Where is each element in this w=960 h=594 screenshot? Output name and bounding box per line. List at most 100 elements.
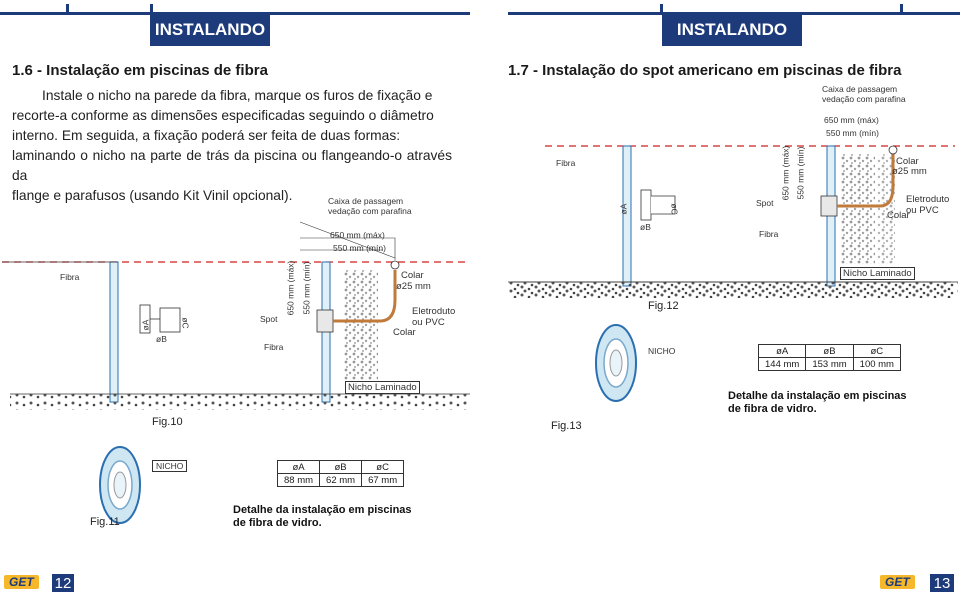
left-section-title: 1.6 - Instalação em piscinas de fibra bbox=[12, 62, 268, 79]
label-spot: Spot bbox=[260, 314, 278, 324]
spot-housing bbox=[820, 195, 838, 217]
left-page-header: INSTALANDO bbox=[150, 14, 270, 46]
label-fibra: Fibra bbox=[556, 158, 576, 168]
ground-strip bbox=[10, 394, 470, 410]
label-colar-bottom: Colar bbox=[393, 327, 416, 338]
label-vert-min: 550 mm (mín) bbox=[301, 261, 312, 315]
fig12-caption: Fig.12 bbox=[648, 300, 679, 312]
label-spot: Spot bbox=[756, 198, 774, 208]
soil-texture bbox=[841, 154, 875, 264]
table-cell: 153 mm bbox=[805, 357, 854, 371]
page-number-left: 12 bbox=[52, 574, 74, 592]
label-eletroduto: Eletroduto ou PVC bbox=[906, 194, 949, 216]
right-header-rule bbox=[508, 12, 960, 15]
conduit-pipe bbox=[837, 154, 895, 208]
spot-housing bbox=[316, 309, 334, 333]
detail-line: de fibra de vidro. bbox=[728, 403, 817, 415]
label-nicho-laminado: Nicho Laminado bbox=[345, 381, 420, 394]
get-logo: GET bbox=[4, 575, 39, 589]
detail-line: de fibra de vidro. bbox=[233, 517, 322, 529]
eletroduto-line: ou PVC bbox=[412, 317, 445, 328]
fig13-dimension-table: øA øB øC 144 mm 153 mm 100 mm bbox=[757, 344, 901, 371]
label-oC: øC bbox=[180, 317, 191, 329]
fig13-nicho-label: NICHO bbox=[648, 346, 676, 356]
paragraph-line: Instale o nicho na parede da fibra, marq… bbox=[42, 88, 433, 103]
pool-wall-left bbox=[109, 261, 119, 403]
fig11-nicho-label: NICHO bbox=[152, 460, 188, 472]
table-cell: 88 mm bbox=[276, 473, 321, 487]
label-vert-max: 650 mm (máx) bbox=[285, 260, 296, 316]
stray-dot: . bbox=[12, 186, 16, 202]
right-page-header: INSTALANDO bbox=[662, 14, 802, 46]
label-fibra-right: Fibra bbox=[759, 229, 779, 239]
soil-texture bbox=[344, 270, 378, 380]
table-header: øB bbox=[805, 344, 854, 358]
paragraph-line: flange e parafusos (usando Kit Vinil opc… bbox=[12, 188, 293, 203]
table-cell: 67 mm bbox=[361, 473, 405, 487]
left-header-tick bbox=[150, 4, 153, 12]
soil-texture bbox=[877, 154, 895, 264]
logo-text: GET bbox=[885, 575, 910, 589]
caixa-line: vedação com parafina bbox=[328, 206, 412, 216]
table-header: øA bbox=[757, 344, 807, 358]
get-logo: GET bbox=[880, 575, 915, 589]
label-colar-top: Colar bbox=[896, 156, 919, 167]
label-oA: øA bbox=[140, 319, 151, 331]
label-fibra-right: Fibra bbox=[264, 342, 284, 352]
paragraph-line: laminando o nicho na parte de trás da pi… bbox=[12, 148, 452, 183]
eletroduto-line: Eletroduto bbox=[412, 306, 456, 317]
detail-line: Detalhe da instalação em piscinas bbox=[233, 504, 412, 516]
paragraph-line: interno. Em seguida, a fixação poderá se… bbox=[12, 128, 401, 143]
label-colar-bottom: Colar bbox=[887, 210, 910, 221]
fig12-ground bbox=[508, 281, 958, 296]
caixa-line: Caixa de passagem bbox=[328, 196, 404, 206]
fig13-caption: Fig.13 bbox=[551, 420, 582, 432]
label-colar-size: ø25 mm bbox=[892, 166, 927, 177]
caixa-line: vedação com parafina bbox=[822, 94, 906, 104]
right-header-tick bbox=[660, 4, 663, 12]
logo-text: GET bbox=[9, 575, 34, 589]
label-oC: øC bbox=[669, 203, 680, 215]
table-cell: 144 mm bbox=[757, 357, 807, 371]
label-oA: øA bbox=[618, 203, 629, 215]
label-oB: øB bbox=[640, 222, 651, 232]
left-header-rule bbox=[0, 12, 470, 15]
table-cell: 100 mm bbox=[852, 357, 901, 371]
detail-line: Detalhe da instalação em piscinas bbox=[728, 390, 907, 402]
table-header: øC bbox=[852, 344, 901, 358]
left-paragraph: Instale o nicho na parede da fibra, marq… bbox=[12, 86, 452, 206]
table-cell: 62 mm bbox=[319, 473, 363, 487]
fig11-caption: Fig.11 bbox=[90, 516, 120, 528]
fig10-caption: Fig.10 bbox=[152, 416, 183, 428]
fig11-dimension-table: øA øB øC 88 mm 62 mm 67 mm bbox=[276, 460, 405, 487]
left-header-tick bbox=[66, 4, 69, 12]
label-vert-min: 550 mm (mín) bbox=[795, 146, 806, 200]
label-caixa: Caixa de passagem vedação com parafina bbox=[822, 84, 906, 104]
fig13-detail-caption: Detalhe da instalação em piscinas de fib… bbox=[728, 390, 907, 416]
label-min: 550 mm (mín) bbox=[333, 243, 386, 253]
fig13-niche-drawing bbox=[595, 324, 637, 402]
niche-section bbox=[640, 189, 652, 221]
fig11-detail-caption: Detalhe da instalação em piscinas de fib… bbox=[233, 504, 412, 530]
label-max: 650 mm (máx) bbox=[330, 230, 385, 240]
table-header: øB bbox=[319, 460, 363, 474]
label-vert-max: 650 mm (máx) bbox=[780, 145, 791, 201]
label-caixa: Caixa de passagem vedação com parafina bbox=[328, 196, 412, 216]
label-nicho-laminado: Nicho Laminado bbox=[840, 267, 915, 280]
right-section-title: 1.7 - Instalação do spot americano em pi… bbox=[508, 62, 902, 79]
page-number-right: 13 bbox=[930, 574, 954, 592]
eletroduto-line: Eletroduto bbox=[906, 194, 950, 205]
eletroduto-line: ou PVC bbox=[906, 205, 939, 216]
table-header: øC bbox=[361, 460, 405, 474]
label-max: 650 mm (máx) bbox=[824, 115, 879, 125]
right-header-tick bbox=[900, 4, 903, 12]
pool-wall-left bbox=[622, 145, 632, 287]
caixa-line: Caixa de passagem bbox=[822, 84, 898, 94]
conduit-pipe bbox=[333, 270, 397, 323]
table-header: øA bbox=[276, 460, 321, 474]
niche-section bbox=[139, 304, 181, 334]
fig11-niche-drawing bbox=[99, 446, 141, 524]
label-fibra: Fibra bbox=[60, 272, 80, 282]
fig10-diagram bbox=[2, 221, 470, 410]
label-oB: øB bbox=[156, 334, 167, 344]
